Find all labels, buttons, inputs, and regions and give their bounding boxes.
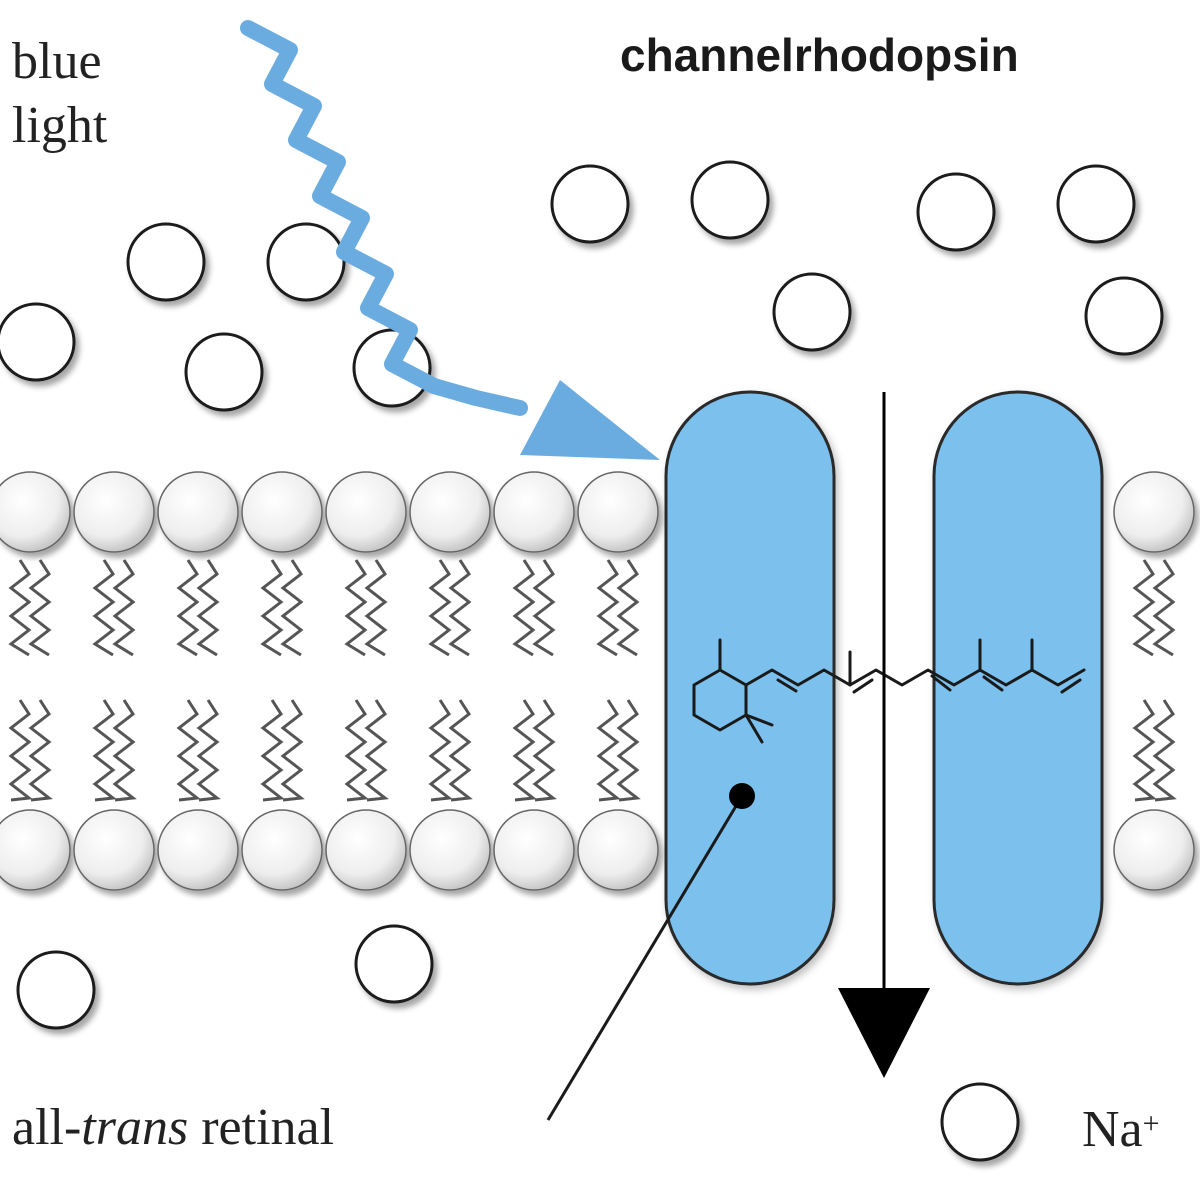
lipid-tail xyxy=(364,559,388,657)
blue-light-wave-arrow-icon xyxy=(240,20,660,460)
retinal-label: all-trans retinal xyxy=(12,1096,334,1160)
sodium-ion-label: Na+ xyxy=(1082,1098,1160,1162)
lipid-tail xyxy=(8,559,32,657)
lipid-head xyxy=(73,471,155,553)
blue-light-label-line2: light xyxy=(12,97,108,154)
lipid-tail xyxy=(1132,559,1156,657)
lipid-head xyxy=(241,809,323,891)
lipid-tail xyxy=(112,699,137,802)
lipid-tail xyxy=(176,699,201,802)
lipid-tail xyxy=(344,559,368,657)
lipid-tail xyxy=(616,699,641,802)
lipid-head xyxy=(409,471,491,553)
sodium-ion-icon xyxy=(1056,164,1136,244)
lipid-tail xyxy=(260,699,285,802)
lipid-head xyxy=(157,809,239,891)
lipid-tail xyxy=(8,699,33,802)
lipid-head xyxy=(241,471,323,553)
lipid-tail xyxy=(364,699,389,802)
lipid-tail xyxy=(616,559,640,657)
lipid-head xyxy=(1113,809,1195,891)
channelrhodopsin-protein xyxy=(664,390,1104,986)
lipid-head xyxy=(325,471,407,553)
lipid-head xyxy=(325,809,407,891)
lipid-head xyxy=(493,471,575,553)
lipid-tail xyxy=(448,559,472,657)
blue-light-label-line1: blue xyxy=(12,33,102,90)
sodium-ion-icon xyxy=(916,172,996,252)
retinal-label-prefix: all- xyxy=(12,1099,82,1156)
lipid-heads-inner-layer xyxy=(0,809,1195,891)
lipid-tail xyxy=(512,699,537,802)
lipid-tail xyxy=(428,699,453,802)
sodium-ion-icon xyxy=(0,302,76,382)
sodium-ion-icon xyxy=(690,160,770,240)
lipid-tail xyxy=(448,699,473,802)
ions-group xyxy=(0,160,1164,1162)
sodium-ion-icon xyxy=(550,164,630,244)
lipid-tail xyxy=(28,559,52,657)
channel-helix-right xyxy=(932,390,1104,986)
retinal-molecule-icon xyxy=(692,638,1086,744)
lipid-tail xyxy=(1132,699,1157,802)
retinal-pointer-line xyxy=(546,783,755,1121)
lipid-tail xyxy=(532,559,556,657)
lipid-head xyxy=(577,809,659,891)
sodium-ion-icon xyxy=(354,924,434,1004)
retinal-label-suffix: retinal xyxy=(188,1099,335,1156)
lipid-tail xyxy=(260,559,284,657)
retinal-label-italic: trans xyxy=(81,1099,189,1156)
lipid-tails xyxy=(8,559,1177,802)
channel-helix-left xyxy=(664,390,836,986)
lipid-tail xyxy=(196,699,221,802)
sodium-ion-icon xyxy=(184,332,264,412)
lipid-head xyxy=(0,809,71,891)
lipid-tail xyxy=(1152,559,1176,657)
lipid-tail xyxy=(196,559,220,657)
sodium-ion-icon xyxy=(16,950,96,1030)
lipid-tail xyxy=(596,559,620,657)
lipid-tail xyxy=(280,699,305,802)
ion-flow-down-arrow-icon xyxy=(838,392,930,1078)
lipid-tail xyxy=(428,559,452,657)
lipid-head xyxy=(409,809,491,891)
diagram-title: channelrhodopsin xyxy=(620,29,1019,81)
lipid-heads-outer-layer xyxy=(0,471,1195,553)
lipid-head xyxy=(0,471,71,553)
lipid-tail xyxy=(1152,699,1177,802)
lipid-head xyxy=(493,809,575,891)
lipid-tail xyxy=(596,699,621,802)
sodium-ion-label-base: Na xyxy=(1082,1101,1143,1158)
sodium-ion-icon xyxy=(266,222,346,302)
lipid-tail xyxy=(92,559,116,657)
lipid-tail xyxy=(176,559,200,657)
lipid-head xyxy=(1113,471,1195,553)
lipid-tail xyxy=(112,559,136,657)
lipid-tail xyxy=(280,559,304,657)
sodium-ion-icon xyxy=(940,1082,1020,1162)
sodium-ion-label-charge: + xyxy=(1142,1107,1160,1140)
lipid-head xyxy=(157,471,239,553)
sodium-ion-icon xyxy=(1084,276,1164,356)
lipid-tail xyxy=(344,699,369,802)
sodium-ion-icon xyxy=(772,272,852,352)
lipid-head xyxy=(73,809,155,891)
lipid-tail xyxy=(28,699,53,802)
sodium-ion-icon xyxy=(126,222,206,302)
lipid-tail xyxy=(512,559,536,657)
lipid-tail xyxy=(532,699,557,802)
lipid-head xyxy=(577,471,659,553)
blue-light-label: blue light xyxy=(12,30,107,158)
lipid-tail xyxy=(92,699,117,802)
